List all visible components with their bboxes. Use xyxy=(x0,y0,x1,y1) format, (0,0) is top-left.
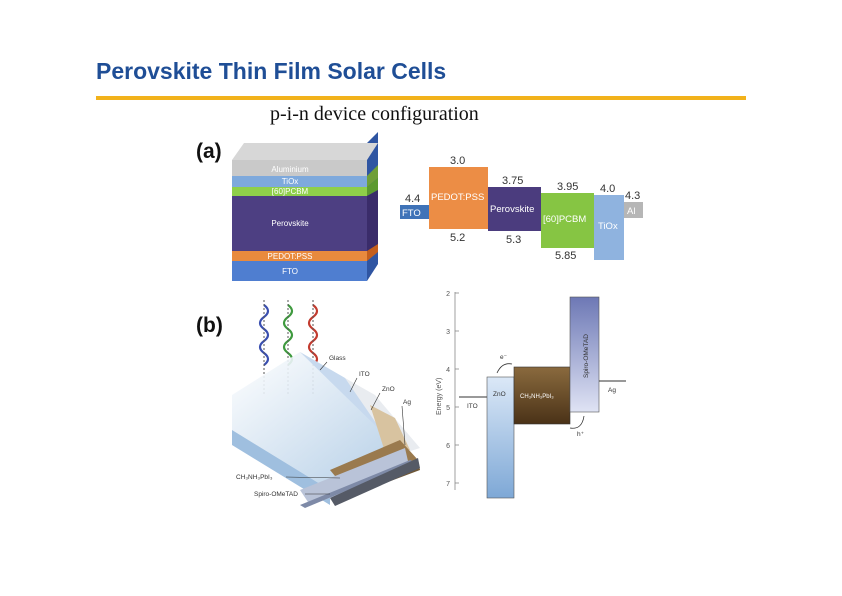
label-hole: h⁺ xyxy=(577,431,585,438)
tick-7: 7 xyxy=(446,481,450,488)
dev-label-ito: ITO xyxy=(359,371,370,378)
stack-label-pcbm: [60]PCBM xyxy=(272,187,309,196)
wave-red xyxy=(307,304,319,366)
band-label-tiox: TiOx xyxy=(598,221,618,232)
band-label-pcbm: [60]PCBM xyxy=(543,214,586,225)
tick-4: 4 xyxy=(446,367,450,374)
band-spiro xyxy=(569,296,600,413)
stack-label-aluminium: Aluminium xyxy=(271,165,309,174)
value-pcbm-bottom: 5.85 xyxy=(555,250,576,262)
dev-label-spiro: Spiro-OMeTAD xyxy=(254,491,298,498)
slide-title: Perovskite Thin Film Solar Cells xyxy=(96,58,447,84)
electron-arrow xyxy=(496,363,513,374)
label-perov: CH₃NH₃PbI₃ xyxy=(520,394,554,400)
value-fto: 4.4 xyxy=(405,193,420,205)
stack-label-perovskite: Perovskite xyxy=(271,219,309,228)
stack-fto xyxy=(232,261,367,281)
stack-label-tiox: TiOx xyxy=(282,177,299,186)
band-al xyxy=(624,202,643,218)
stack-tiox xyxy=(232,176,367,187)
label-zno: ZnO xyxy=(493,391,506,398)
dev-label-zno: ZnO xyxy=(382,386,395,393)
stack-aluminium xyxy=(232,160,367,176)
energy-diagram-a: FTO PEDOT:PSS Perovskite [60]PCBM TiOx A… xyxy=(400,155,643,262)
band-label-fto: FTO xyxy=(402,208,421,219)
device-illustration: Glass ITO ZnO Ag CH₃NH₃PbI₃ Spiro-OMeTAD xyxy=(232,300,420,508)
value-perov-bottom: 5.3 xyxy=(506,234,521,246)
energy-diagram-b: 2 3 4 5 6 7 Energy (eV) ITO ZnO CH₃NH₃Pb… xyxy=(436,291,626,499)
stack-pedot xyxy=(232,251,367,261)
tick-2: 2 xyxy=(446,291,450,298)
layer-stack: Aluminium TiOx [60]PCBM Perovskite PEDOT… xyxy=(232,132,378,281)
dev-label-perov: CH₃NH₃PbI₃ xyxy=(236,474,273,481)
value-pedot-top: 3.0 xyxy=(450,155,465,167)
tick-3: 3 xyxy=(446,329,450,336)
band-label-perovskite: Perovskite xyxy=(490,204,534,215)
stack-label-fto: FTO xyxy=(282,267,298,276)
label-ito: ITO xyxy=(467,403,478,410)
value-al: 4.3 xyxy=(625,190,640,202)
label-spiro: Spiro-OMeTAD xyxy=(583,334,590,378)
value-perov-top: 3.75 xyxy=(502,175,523,187)
value-tiox-top: 4.0 xyxy=(600,183,615,195)
tick-5: 5 xyxy=(446,405,450,412)
dev-label-glass: Glass xyxy=(329,355,346,362)
label-ag: Ag xyxy=(608,387,616,394)
band-zno xyxy=(486,376,515,499)
band-pcbm xyxy=(541,193,594,248)
band-fto xyxy=(400,205,429,219)
wave-blue xyxy=(258,304,270,366)
slide-subtitle: p-i-n device configuration xyxy=(270,103,479,125)
band-label-al: Al xyxy=(627,206,635,217)
band-pedot xyxy=(429,167,488,229)
wave-green xyxy=(282,304,294,366)
band-tiox xyxy=(594,195,624,260)
value-pedot-bottom: 5.2 xyxy=(450,232,465,244)
panel-b-letter: (b) xyxy=(196,314,223,337)
dev-label-ag: Ag xyxy=(403,399,411,406)
axis-label: Energy (eV) xyxy=(436,378,443,415)
hole-arrow xyxy=(569,415,585,429)
title-underline xyxy=(96,96,746,100)
panel-a-letter: (a) xyxy=(196,140,222,163)
stack-perovskite xyxy=(232,196,367,251)
band-perovskite-b xyxy=(513,366,571,425)
value-pcbm-top: 3.95 xyxy=(557,181,578,193)
band-label-pedot: PEDOT:PSS xyxy=(431,192,484,203)
label-electron: e⁻ xyxy=(500,354,508,361)
stack-label-pedot: PEDOT:PSS xyxy=(268,252,313,261)
tick-6: 6 xyxy=(446,443,450,450)
band-perovskite xyxy=(488,187,541,231)
stack-pcbm xyxy=(232,187,367,196)
